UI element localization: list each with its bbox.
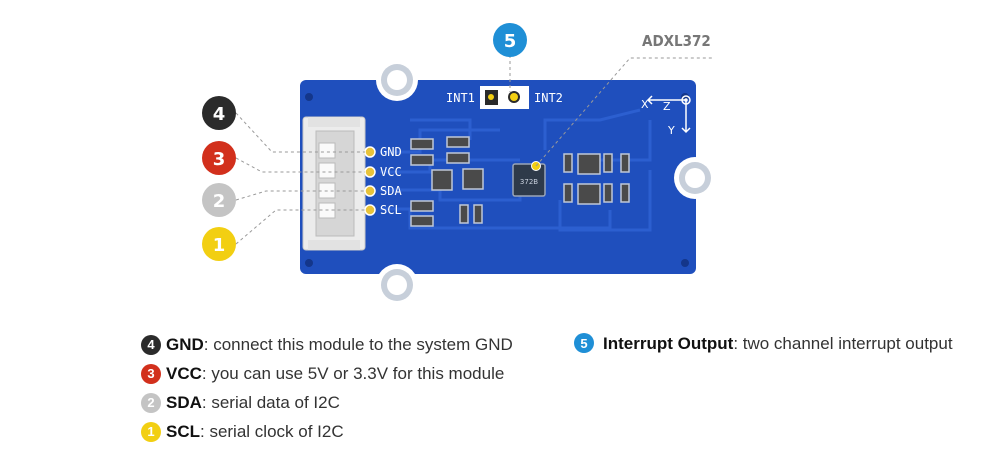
chip-name-label: ADXL372	[642, 32, 711, 50]
legend-term: VCC	[166, 364, 202, 383]
legend-term: Interrupt Output	[603, 334, 734, 353]
legend-badge: 1	[141, 421, 161, 442]
grove-connector	[302, 116, 366, 251]
legend-desc: : serial clock of I2C	[200, 422, 344, 441]
svg-text:5: 5	[504, 31, 517, 52]
legend-desc: : you can use 5V or 3.3V for this module	[201, 364, 505, 383]
legend-term: GND	[166, 335, 204, 354]
silk-scl: SCL	[380, 203, 402, 217]
int-pads: INT1 INT2	[446, 86, 563, 109]
svg-text:1: 1	[213, 235, 226, 256]
legend-desc: : serial data of I2C	[201, 393, 340, 412]
legend-interrupt-text: Interrupt Output: two channel interrupt …	[603, 329, 954, 358]
axis-y-label: Y	[667, 124, 675, 137]
legend-badge: 4	[141, 334, 161, 355]
legend-term: SCL	[166, 422, 200, 441]
silk-vcc: VCC	[380, 165, 402, 179]
interrupt-badge: 5	[493, 23, 527, 57]
legend-item-interrupt: 5 Interrupt Output: two channel interrup…	[574, 329, 954, 358]
svg-text:3: 3	[213, 149, 226, 170]
legend-desc: : connect this module to the system GND	[203, 335, 513, 354]
silk-gnd: GND	[380, 145, 402, 159]
pin-badge-2: 2	[202, 183, 236, 217]
legend-badge: 2	[141, 392, 161, 413]
legend-item-vcc: 3 VCC : you can use 5V or 3.3V for this …	[141, 359, 513, 388]
pin-pads	[364, 146, 376, 216]
pcb-board	[300, 64, 711, 301]
axis-x-label: X	[641, 98, 649, 111]
legend-item-gnd: 4 GND : connect this module to the syste…	[141, 330, 513, 359]
svg-text:4: 4	[213, 104, 226, 125]
legend-desc: : two channel interrupt output	[733, 334, 953, 353]
chip-marking: 372B	[520, 178, 538, 186]
pin-badge-1: 1	[202, 227, 236, 261]
legend-badge: 5	[574, 333, 594, 353]
axis-indicator	[646, 95, 691, 134]
adxl372-chip: 372B	[512, 161, 546, 197]
legend-term: SDA	[166, 393, 202, 412]
smd-components	[410, 136, 630, 227]
callout-lines	[235, 55, 712, 245]
pin-badge-3: 3	[202, 141, 236, 175]
silk-int1: INT1	[446, 91, 475, 105]
legend-badge: 3	[141, 363, 161, 384]
legend-item-sda: 2 SDA : serial data of I2C	[141, 388, 513, 417]
pin-legend: 4 GND : connect this module to the syste…	[141, 330, 513, 446]
silk-int2: INT2	[534, 91, 563, 105]
axis-z-label: Z	[663, 100, 671, 113]
legend-item-scl: 1 SCL : serial clock of I2C	[141, 417, 513, 446]
silk-sda: SDA	[380, 184, 402, 198]
pin-badge-4: 4	[202, 96, 236, 130]
svg-text:2: 2	[213, 191, 226, 212]
